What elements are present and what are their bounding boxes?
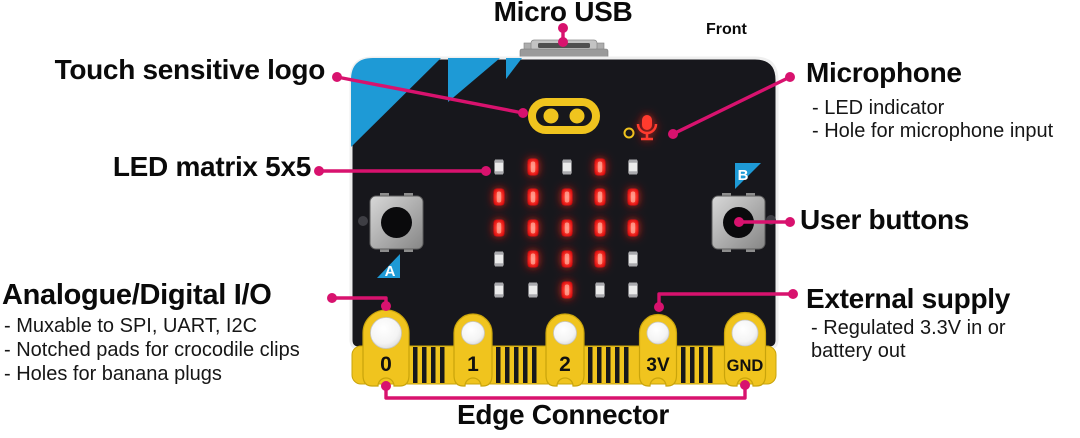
pin-gap-stripe [708, 347, 713, 383]
pin-gap-stripe [523, 347, 528, 383]
label-front: Front [706, 21, 747, 38]
pin-gap-stripe [624, 347, 629, 383]
led-on [527, 250, 539, 268]
pin-gap-stripe [440, 347, 445, 383]
led-on [493, 188, 505, 206]
label-user-buttons: User buttons [800, 204, 970, 235]
pin-gap-stripe [615, 347, 620, 383]
pin-gap-stripe [422, 347, 427, 383]
edge-connector-small-pins [413, 347, 713, 383]
edge-pin-label: 0 [380, 353, 392, 376]
pad-hole [646, 321, 670, 345]
label-edge-connector: Edge Connector [456, 399, 670, 430]
led-on [527, 188, 539, 206]
touch-logo [528, 98, 600, 134]
edge-pin-pad: 1 [453, 313, 493, 387]
external-supply-detail-1: - Regulated 3.3V in or [811, 317, 1006, 339]
led-on [627, 219, 639, 237]
button-b-letter: B [738, 167, 749, 184]
label-analogue-io: Analogue/Digital I/O [2, 279, 272, 311]
pin-gap-stripe [505, 347, 510, 383]
pin-gap-stripe [496, 347, 501, 383]
pin-gap-stripe [681, 347, 686, 383]
led-on [594, 188, 606, 206]
label-micro-usb: Micro USB [493, 0, 633, 27]
led-on [561, 250, 573, 268]
edge-pin-pad: GND [723, 311, 767, 387]
led-on [527, 219, 539, 237]
button-a-flag: A [377, 254, 400, 280]
edge-pin-pad: 3V [638, 313, 678, 387]
microphone-led-icon [636, 115, 658, 141]
edge-connector-pads: 0 1 2 3V GND [362, 309, 767, 387]
button-b-flag: B [735, 163, 761, 189]
led-on [594, 219, 606, 237]
pin-gap-stripe [514, 347, 519, 383]
led-on [561, 281, 573, 299]
led-on [527, 158, 539, 176]
led-off [628, 159, 638, 175]
edge-pin-label: GND [727, 357, 764, 375]
led-off [494, 251, 504, 267]
led-off [494, 159, 504, 175]
analogue-io-detail-2: - Notched pads for crocodile clips [4, 339, 300, 361]
microphone-hole [623, 127, 635, 139]
pin-gap-stripe [413, 347, 418, 383]
edge-pin-label: 1 [467, 353, 479, 376]
analogue-io-details: - Muxable to SPI, UART, I2C - Notched pa… [4, 314, 300, 386]
led-off [494, 282, 504, 298]
label-microphone: Microphone [806, 57, 962, 88]
microphone-details: - LED indicator - Hole for microphone in… [812, 97, 1053, 143]
pad-hole [461, 321, 485, 345]
led-on [627, 188, 639, 206]
board-hole-left [358, 216, 368, 226]
pad-hole [553, 321, 577, 345]
microphone-detail-1: - LED indicator [812, 97, 945, 119]
label-touch-logo: Touch sensitive logo [54, 54, 326, 85]
led-off [562, 159, 572, 175]
pin-gap-stripe [588, 347, 593, 383]
pin-gap-stripe [699, 347, 704, 383]
pin-gap-stripe [532, 347, 537, 383]
analogue-io-detail-3: - Holes for banana plugs [4, 363, 222, 385]
label-led-matrix: LED matrix 5x5 [112, 151, 311, 182]
led-off [628, 251, 638, 267]
button-a-letter: A [385, 263, 396, 280]
edge-pin-label: 2 [559, 353, 571, 376]
edge-pin-label: 3V [646, 355, 670, 376]
button-a [369, 193, 424, 252]
pin-gap-stripe [597, 347, 602, 383]
edge-pin-pad: 2 [545, 313, 585, 387]
led-on [594, 250, 606, 268]
pin-gap-stripe [690, 347, 695, 383]
annotation-lines [314, 23, 798, 400]
led-on [561, 219, 573, 237]
led-on [561, 188, 573, 206]
led-on [493, 219, 505, 237]
analogue-io-detail-1: - Muxable to SPI, UART, I2C [4, 315, 258, 337]
led-off [628, 282, 638, 298]
pad-hole [370, 317, 402, 349]
label-external-supply: External supply [806, 283, 1011, 314]
led-off [528, 282, 538, 298]
led-matrix-5x5 [493, 158, 639, 299]
pad-hole [731, 319, 759, 347]
pin-gap-stripe [431, 347, 436, 383]
external-supply-details: - Regulated 3.3V in or battery out [811, 317, 1006, 363]
pin-gap-stripe [606, 347, 611, 383]
corner-triangles-decoration [351, 58, 522, 147]
microphone-detail-2: - Hole for microphone input [812, 120, 1054, 142]
led-on [594, 158, 606, 176]
led-off [595, 282, 605, 298]
edge-pin-pad: 0 [362, 309, 410, 387]
external-supply-detail-2: battery out [811, 340, 906, 362]
